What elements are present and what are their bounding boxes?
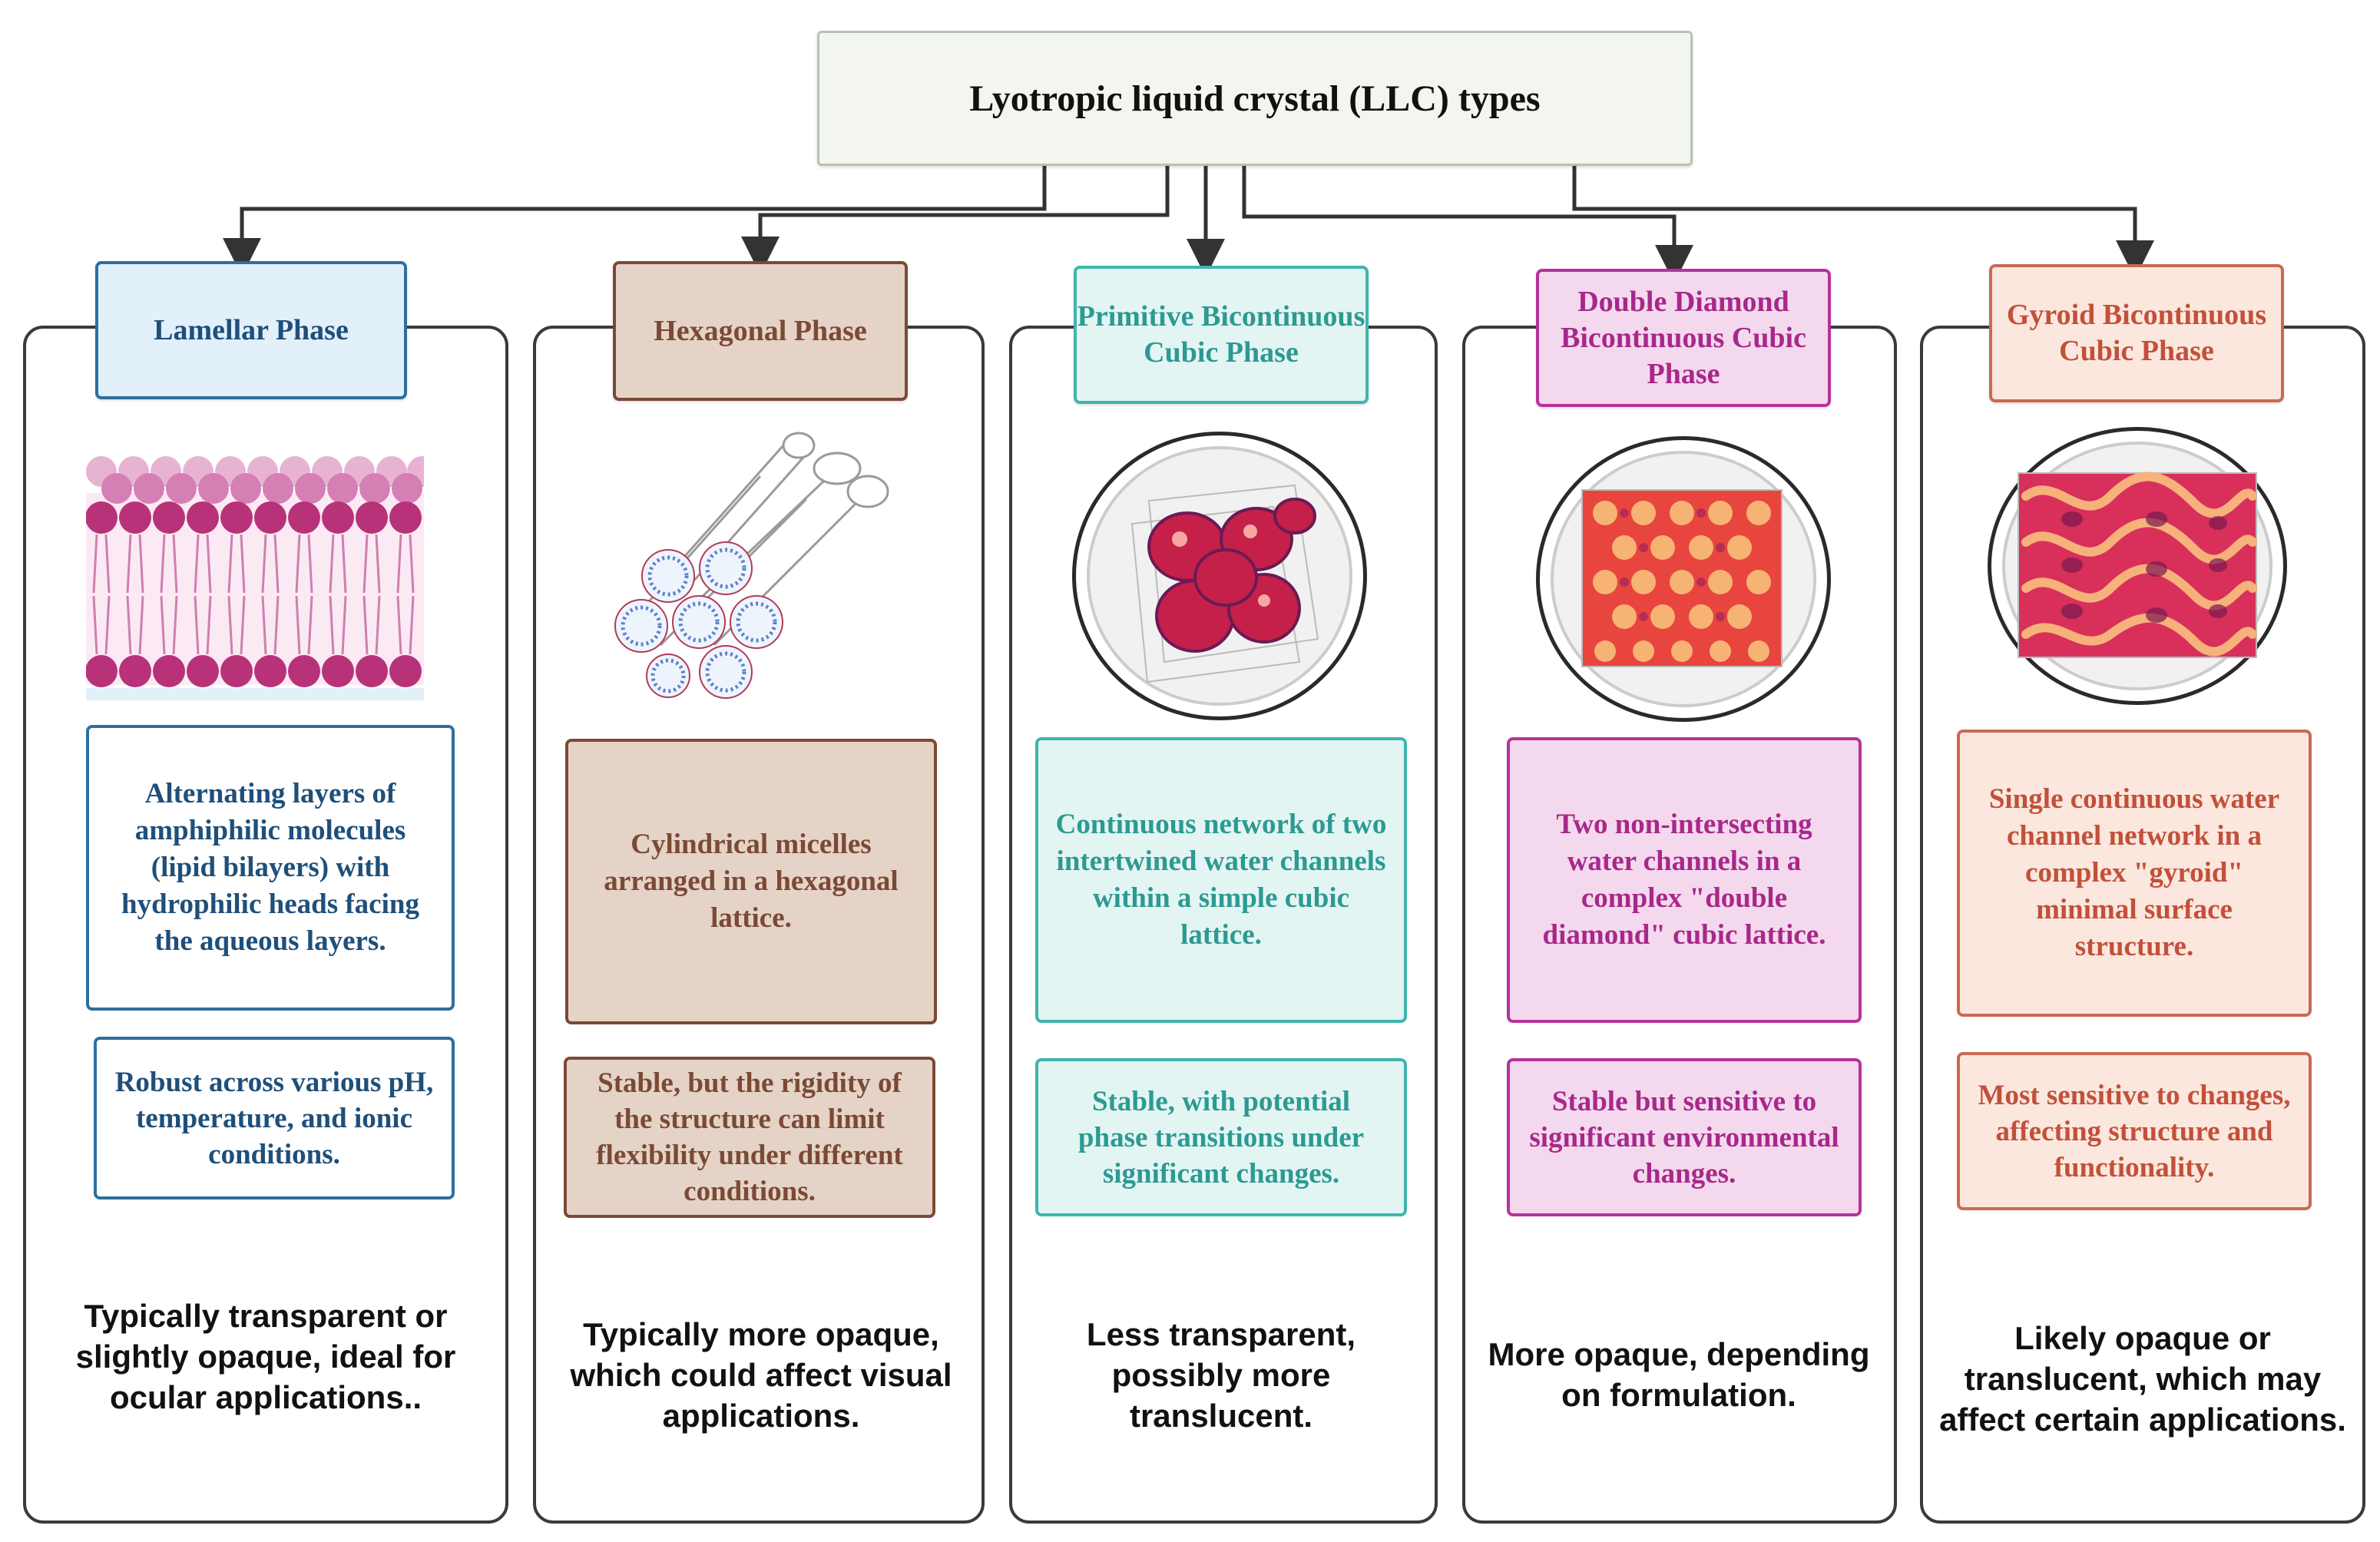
- header-lamellar: Lamellar Phase: [95, 261, 407, 399]
- stability-hexagonal: Stable, but the rigidity of the structur…: [564, 1057, 935, 1218]
- opacity-lamellar: Typically transparent or slightly opaque…: [75, 1297, 456, 1415]
- opacity-primitive: Less transparent, possibly more transluc…: [1086, 1315, 1356, 1434]
- description-primitive: Continuous network of two intertwined wa…: [1035, 737, 1407, 1023]
- lipid-bilayer-icon: [85, 455, 438, 700]
- gyroid-structure-icon: [1988, 427, 2287, 705]
- description-gyroid: Single continuous water channel network …: [1957, 730, 2312, 1017]
- stability-lamellar: Robust across various pH, temperature, a…: [94, 1037, 455, 1200]
- description-diamond: Two non-intersecting water channels in a…: [1507, 737, 1862, 1023]
- header-primitive: Primitive Bicontinuous Cubic Phase: [1074, 266, 1369, 404]
- root-title: Lyotropic liquid crystal (LLC) types: [969, 78, 1541, 119]
- header-diamond: Double Diamond Bicontinuous Cubic Phase: [1536, 269, 1831, 407]
- header-gyroid: Gyroid Bicontinuous Cubic Phase: [1989, 264, 2284, 402]
- stability-primitive: Stable, with potential phase transitions…: [1035, 1058, 1407, 1216]
- root-title-box: Lyotropic liquid crystal (LLC) types: [817, 31, 1693, 166]
- cylindrical-micelles-icon: [607, 422, 914, 699]
- stability-gyroid: Most sensitive to changes, affecting str…: [1957, 1052, 2312, 1210]
- double-diamond-structure-icon: [1536, 436, 1831, 722]
- opacity-gyroid: Likely opaque or translucent, which may …: [1939, 1319, 2346, 1438]
- description-lamellar: Alternating layers of amphiphilic molecu…: [86, 725, 455, 1011]
- description-hexagonal: Cylindrical micelles arranged in a hexag…: [565, 739, 937, 1024]
- opacity-hexagonal: Typically more opaque, which could affec…: [570, 1315, 952, 1434]
- opacity-diamond: More opaque, depending on formulation.: [1488, 1336, 1870, 1413]
- connector-diamond: [1242, 166, 1693, 283]
- connector-hexagonal: [741, 166, 1170, 275]
- connector-gyroid: [1572, 166, 2154, 279]
- stability-diamond: Stable but sensitive to significant envi…: [1507, 1058, 1862, 1216]
- header-hexagonal: Hexagonal Phase: [613, 261, 908, 401]
- primitive-cubic-structure-icon: [1072, 432, 1367, 720]
- connector-lamellar: [223, 166, 1047, 276]
